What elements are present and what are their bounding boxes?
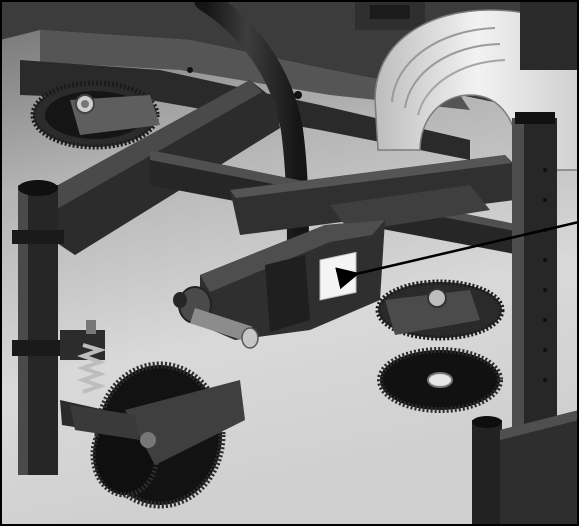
right-coulter-discs xyxy=(375,279,505,413)
left-vertical-post xyxy=(12,180,105,475)
cross-beam xyxy=(230,155,520,235)
decal-label-location xyxy=(319,251,357,301)
callout-arrow xyxy=(335,220,579,290)
right-vertical-posts xyxy=(472,112,579,526)
down-pressure-spring xyxy=(76,320,107,394)
closing-wheel-assembly xyxy=(60,361,245,509)
hose-clamp-bracket xyxy=(200,220,385,340)
pivot-shaft xyxy=(173,286,259,349)
toolbar-beam xyxy=(40,80,520,255)
rear-left-coulter-disc xyxy=(30,80,160,150)
